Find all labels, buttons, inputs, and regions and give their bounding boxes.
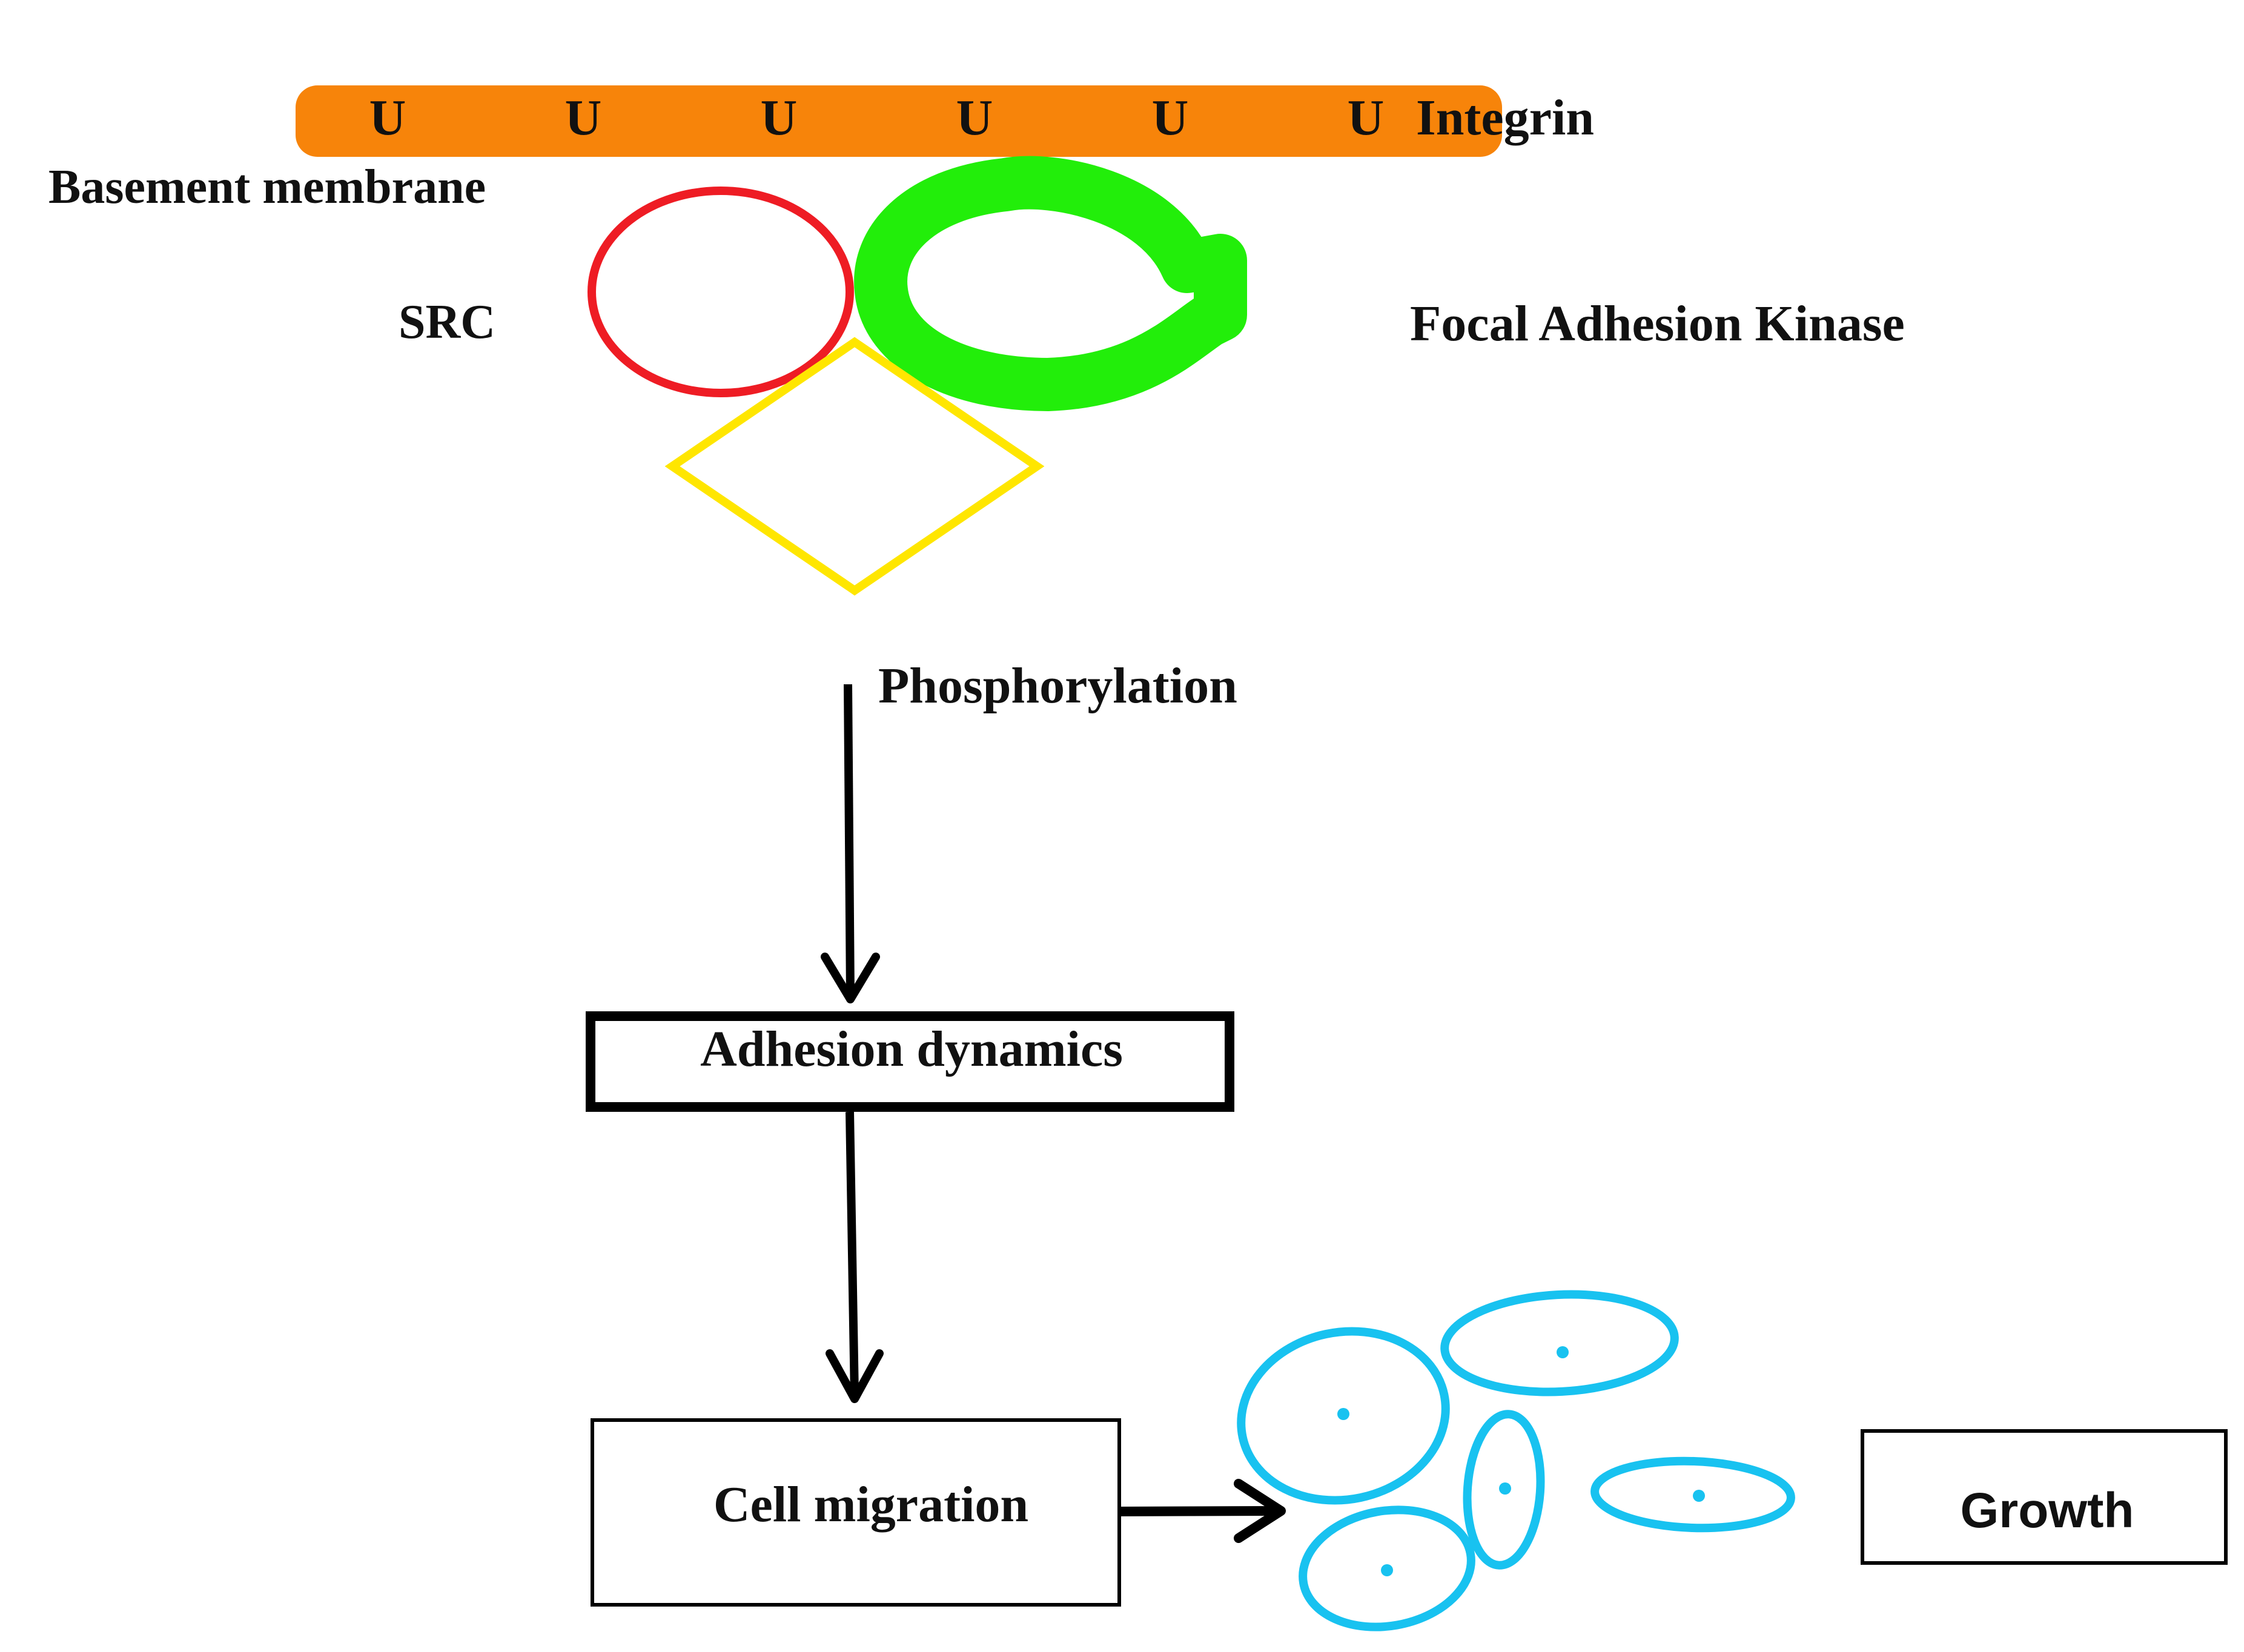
adhesion-dynamics-box bbox=[586, 1011, 1234, 1112]
cells-arrow bbox=[1119, 1506, 1279, 1516]
src-circle bbox=[587, 187, 854, 397]
cell bbox=[1237, 1327, 1450, 1505]
basement-membrane-label: Basement membrane bbox=[48, 160, 486, 214]
phosphorylation-arrow bbox=[844, 684, 855, 997]
integrin-bar bbox=[296, 85, 1502, 157]
cell bbox=[1440, 1290, 1679, 1396]
growth-label: Growth bbox=[1961, 1483, 2134, 1538]
migration-arrow bbox=[846, 1111, 859, 1396]
src-label: SRC bbox=[399, 296, 495, 349]
integrin-unit: U bbox=[369, 90, 406, 146]
cell bbox=[1299, 1505, 1475, 1631]
cell-nucleus bbox=[1337, 1408, 1349, 1420]
integrin-unit: U bbox=[565, 90, 602, 146]
integrin-unit: U bbox=[1152, 90, 1189, 146]
growth-box bbox=[1861, 1429, 2228, 1565]
cell-nucleus bbox=[1693, 1490, 1705, 1502]
cell bbox=[1463, 1410, 1545, 1570]
diamond-shape bbox=[664, 337, 1045, 596]
integrin-unit: U bbox=[1348, 90, 1385, 146]
cell-nucleus bbox=[1499, 1482, 1511, 1495]
adhesion-dynamics-label: Adhesion dynamics bbox=[700, 1021, 1123, 1077]
cell-cluster bbox=[1237, 1290, 1795, 1631]
phosphorylation-label: Phosphorylation bbox=[878, 658, 1237, 714]
fak-ring bbox=[854, 156, 1247, 411]
cell-migration-box bbox=[591, 1418, 1121, 1607]
cell-nuclei bbox=[1337, 1346, 1705, 1576]
integrin-units: U U U U U U bbox=[369, 90, 1385, 146]
cell bbox=[1590, 1456, 1795, 1533]
integrin-unit: U bbox=[761, 90, 798, 146]
arrowhead-icon bbox=[821, 953, 880, 1003]
integrin-unit: U bbox=[956, 90, 993, 146]
cell-migration-label: Cell migration bbox=[713, 1476, 1028, 1533]
fak-label: Focal Adhesion Kinase bbox=[1410, 296, 1905, 352]
arrowhead-icon bbox=[1234, 1479, 1286, 1543]
arrowhead-icon bbox=[826, 1349, 884, 1403]
integrin-label: Integrin bbox=[1416, 90, 1594, 146]
cell-nucleus bbox=[1557, 1346, 1569, 1358]
cell-nucleus bbox=[1381, 1564, 1393, 1576]
